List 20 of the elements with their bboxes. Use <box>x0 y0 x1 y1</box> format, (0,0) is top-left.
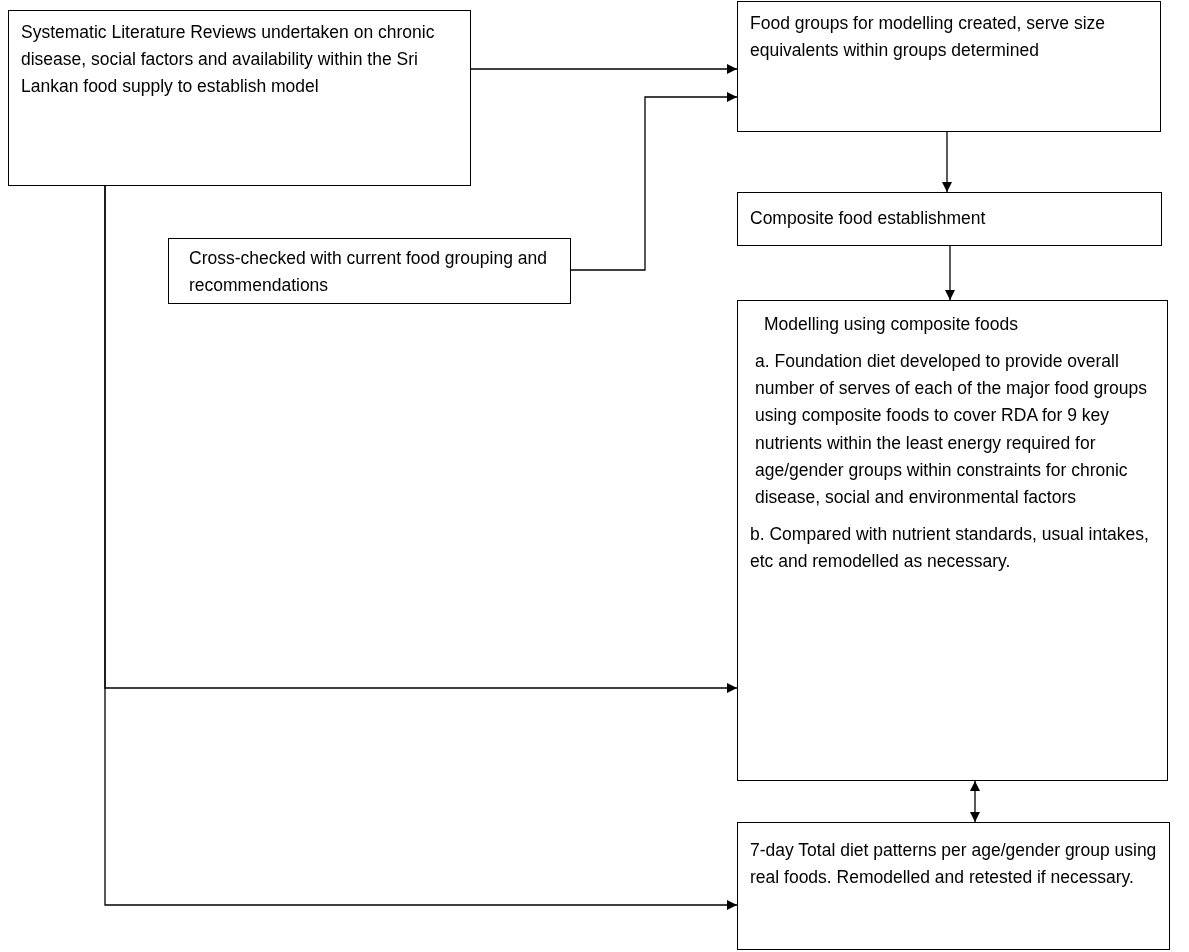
box-text: Modelling using composite foods <box>764 313 1019 336</box>
process-box <box>737 192 1162 246</box>
box-text: b. Compared with nutrient standards, usual intakes, etc and remodelled as necessary. <box>750 522 1150 573</box>
arrow <box>970 780 980 823</box>
arrow <box>470 64 738 74</box>
box-text: Food groups for modelling created, serve size equivalents within groups determined <box>750 12 1107 63</box>
arrow <box>570 92 738 271</box>
arrow <box>104 185 738 910</box>
process-box <box>737 1 1161 132</box>
arrow <box>942 131 952 193</box>
box-text: Systematic Literature Reviews undertaken on chronic disease, social factors and availability within the Sri Lankan food supply to establish model <box>21 21 436 99</box>
process-box <box>737 300 1168 781</box>
box-text: a. Foundation diet developed to provide overall number of serves of each of the major food groups using composite foods to cover RDA for 9 key nutrients within the least energy required for age/gender groups within constraints for chronic disease, social and environmental factors <box>754 350 1149 509</box>
box-text: Cross-checked with current food grouping and recommendations <box>189 247 548 298</box>
process-box <box>737 822 1170 950</box>
box-text: 7-day Total diet patterns per age/gender group using real foods. Remodelled and retested if necessary. <box>750 839 1158 890</box>
box-text: Composite food establishment <box>750 207 987 230</box>
process-box <box>8 10 471 186</box>
process-box <box>168 238 571 304</box>
arrow <box>945 245 955 301</box>
